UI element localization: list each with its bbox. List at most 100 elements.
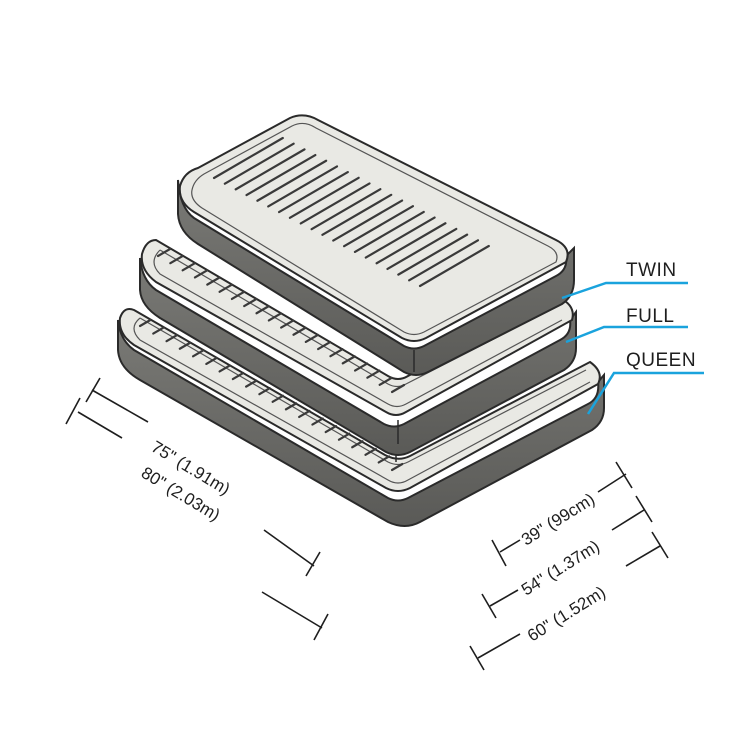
width-39-tick-end bbox=[615, 461, 633, 489]
twin-rib bbox=[288, 176, 360, 219]
length-80-tick-end bbox=[313, 613, 329, 641]
width-54-tick-start bbox=[481, 593, 497, 619]
queen-leader-line bbox=[586, 371, 704, 415]
twin-rib bbox=[343, 205, 415, 248]
twin-rib bbox=[212, 136, 284, 180]
full-rib bbox=[366, 369, 381, 379]
full-rib bbox=[329, 348, 344, 358]
size-label-full: FULL bbox=[626, 306, 674, 327]
length-75-line-a bbox=[91, 389, 149, 423]
width-54-line-b bbox=[611, 509, 645, 531]
queen-rib bbox=[152, 326, 165, 335]
twin-rib bbox=[277, 171, 349, 214]
queen-rib bbox=[311, 417, 324, 426]
twin-rib bbox=[375, 222, 447, 265]
full-mattress-side bbox=[139, 257, 577, 456]
full-rib bbox=[181, 262, 196, 272]
queen-rib bbox=[351, 440, 364, 449]
queen-rib bbox=[390, 462, 404, 472]
length-75-tick-start bbox=[85, 377, 101, 403]
length-75-line-b bbox=[263, 529, 315, 567]
twin-rib bbox=[223, 142, 295, 185]
queen-rib bbox=[218, 364, 231, 373]
width-60-line-b bbox=[625, 545, 661, 567]
full-rib bbox=[317, 340, 332, 351]
twin-rib bbox=[408, 239, 480, 282]
full-rib bbox=[267, 312, 282, 322]
width-60-tick-start bbox=[469, 645, 485, 671]
queen-rib bbox=[245, 379, 258, 388]
full-mattress-top-inner bbox=[153, 249, 563, 408]
width-39-tick-start bbox=[491, 539, 507, 567]
quilting-ribs bbox=[138, 136, 490, 472]
twin-rib bbox=[418, 244, 490, 288]
queen-rib bbox=[138, 318, 152, 328]
queen-rib bbox=[298, 409, 311, 419]
full-rib bbox=[230, 290, 246, 301]
queen-mattress-side bbox=[117, 319, 605, 527]
size-label-twin: TWIN bbox=[626, 260, 677, 281]
width-60-line-a bbox=[477, 633, 521, 659]
queen-rib bbox=[258, 387, 271, 396]
twin-rib bbox=[321, 193, 393, 236]
queen-rib bbox=[284, 402, 298, 411]
full-rib bbox=[353, 362, 369, 372]
twin-rib bbox=[256, 159, 328, 202]
queen-rib bbox=[337, 432, 351, 441]
twin-rib bbox=[234, 148, 306, 191]
full-rib bbox=[243, 298, 258, 308]
queen-rib bbox=[191, 349, 205, 358]
queen-rib bbox=[231, 371, 245, 381]
queen-mattress-top bbox=[118, 308, 601, 492]
full-rib bbox=[292, 326, 307, 336]
queen-rib bbox=[178, 341, 192, 350]
full-mattress-top bbox=[140, 238, 574, 416]
queen-rib bbox=[377, 455, 391, 464]
full-rib bbox=[156, 247, 172, 258]
twin-rib bbox=[267, 165, 339, 208]
width-39-line-a bbox=[499, 539, 521, 553]
queen-rib bbox=[205, 356, 218, 365]
full-rib bbox=[378, 376, 393, 386]
queen-rib bbox=[271, 394, 285, 403]
width-54-tick-end bbox=[635, 495, 653, 523]
twin-rib bbox=[332, 199, 404, 242]
full-rib bbox=[206, 276, 221, 286]
twin-rib bbox=[397, 233, 469, 276]
queen-mattress-top-inner bbox=[133, 317, 591, 484]
length-80-line-a bbox=[77, 411, 123, 439]
full-rib bbox=[341, 355, 356, 365]
width-60-tick-end bbox=[651, 531, 669, 559]
full-rib bbox=[304, 333, 319, 343]
full-rib bbox=[218, 283, 233, 293]
length-75-tick-end bbox=[305, 551, 321, 577]
twin-rib bbox=[299, 182, 371, 225]
twin-mattress-side bbox=[177, 179, 575, 376]
full-rib bbox=[193, 269, 209, 279]
size-label-queen: QUEEN bbox=[626, 350, 696, 371]
twin-rib bbox=[310, 188, 382, 231]
queen-rib bbox=[165, 334, 178, 343]
twin-rib bbox=[386, 227, 458, 271]
full-rib bbox=[255, 305, 270, 315]
full-rib bbox=[280, 319, 295, 329]
twin-rib bbox=[245, 153, 317, 197]
size-labels: TWIN FULL QUEEN bbox=[561, 260, 704, 415]
length-dimensions bbox=[65, 377, 329, 641]
width-dimensions bbox=[469, 461, 669, 671]
queen-rib bbox=[324, 425, 338, 434]
queen-rib bbox=[364, 447, 377, 456]
width-54-line-a bbox=[489, 589, 519, 607]
width-39-line-b bbox=[597, 473, 627, 493]
full-leader-line bbox=[565, 325, 688, 344]
twin-leader-line bbox=[561, 281, 688, 300]
full-mattress bbox=[139, 238, 577, 456]
twin-rib bbox=[353, 210, 425, 253]
full-rib bbox=[169, 255, 184, 265]
full-rib bbox=[390, 383, 406, 394]
twin-mattress-top-border bbox=[191, 122, 558, 336]
twin-rib bbox=[364, 216, 436, 259]
length-80-line-b bbox=[261, 591, 323, 629]
length-80-tick-start bbox=[65, 397, 81, 425]
